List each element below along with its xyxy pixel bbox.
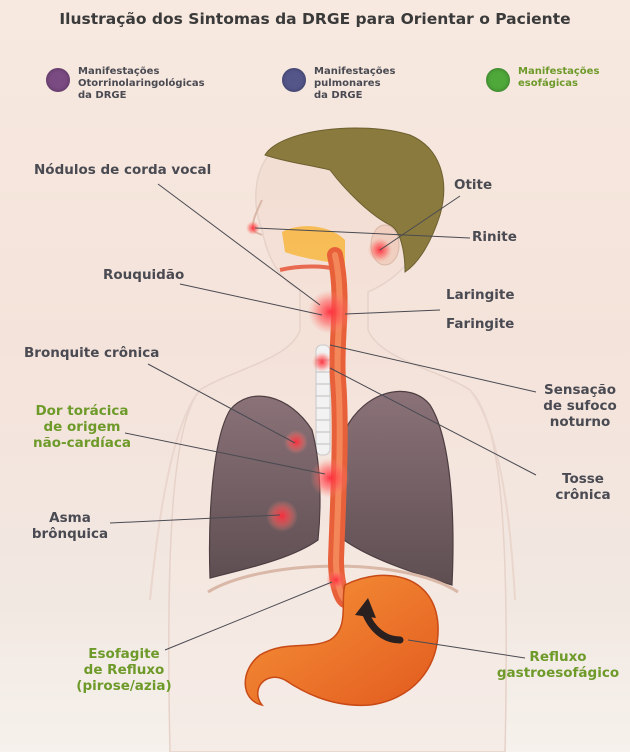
label-bronquite: Bronquite crônica [24,345,160,361]
label-refluxo: Refluxo gastroesofágico [496,649,620,681]
legend-otorrino: Manifestações Otorrinolaringológicas da … [46,66,205,102]
label-faringite: Faringite [446,316,515,332]
label-dor-toracica: Dor torácica de origem não-cardíaca [33,403,131,451]
label-tosse: Tosse crônica [555,471,611,503]
legend-otorrino-label: Manifestações Otorrinolaringológicas da … [78,66,205,101]
label-rinite: Rinite [472,229,517,245]
hair [264,127,445,273]
legend-pulmonares-label: Manifestações pulmonares da DRGE [314,66,396,101]
leader-lines [109,183,537,659]
legend-otorrino-swatch [46,68,70,92]
legend-pulmonares: Manifestações pulmonares da DRGE [282,66,395,102]
label-esofagite: Esofagite de Refluxo (pirose/azia) [76,646,172,694]
page-title: Ilustração dos Sintomas da DRGE para Ori… [59,10,571,28]
label-rouquidao: Rouquidão [103,267,185,283]
label-nodulos: Nódulos de corda vocal [34,162,212,178]
label-sufoco: Sensação de sufoco noturno [543,382,617,430]
legend-pulmonares-swatch [282,68,306,92]
stomach [244,574,439,707]
label-laringite: Laringite [446,287,515,303]
legend-esofagicas-label: Manifestações esofágicas [518,66,600,89]
legend-esofagicas-swatch [486,68,510,92]
label-asma: Asma brônquica [31,510,109,542]
label-otite: Otite [454,177,493,193]
legend-esofagicas: Manifestações esofágicas [486,66,599,92]
